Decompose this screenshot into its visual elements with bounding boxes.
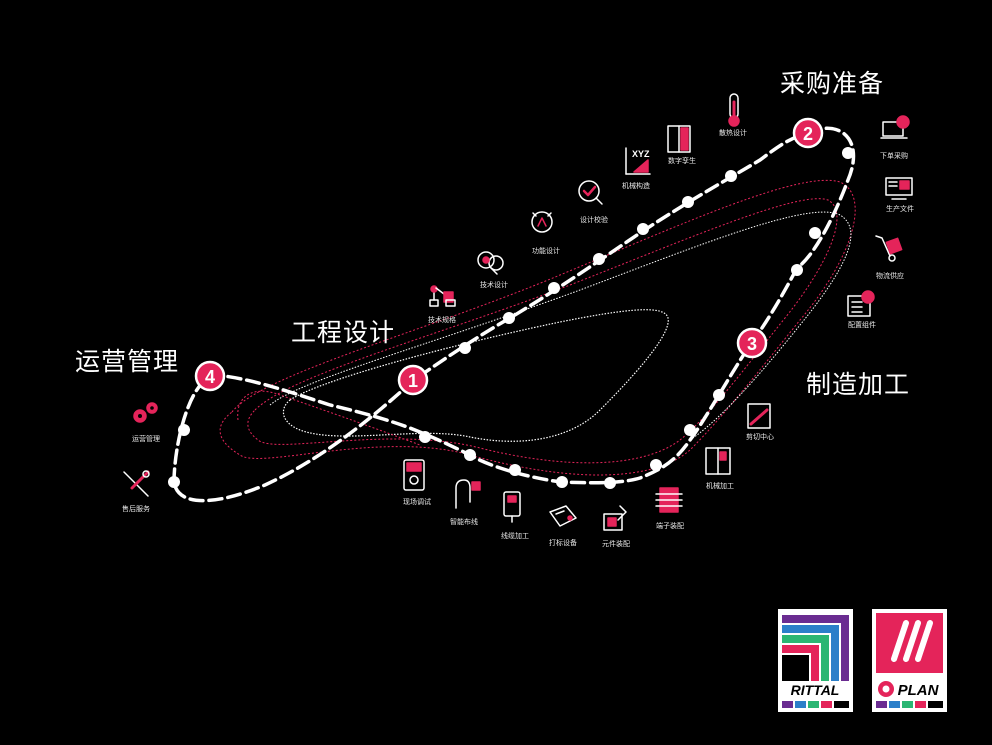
wrench-panel-icon	[603, 505, 627, 531]
svg-text:PLAN: PLAN	[898, 682, 940, 699]
waypoint-dot	[809, 227, 821, 239]
cutting-frame-icon	[747, 403, 771, 429]
cart-laptop-icon	[880, 115, 910, 139]
step-label: 机械加工	[706, 482, 734, 490]
waypoint-dot	[419, 431, 431, 443]
label-tag-icon	[549, 505, 577, 527]
waypoint-dot	[842, 147, 854, 159]
inner-loop-white-large	[269, 211, 852, 441]
hand-truck-icon	[875, 235, 903, 262]
step-label: 技术设计	[480, 281, 508, 289]
step-label: 数字孪生	[668, 157, 696, 165]
step-label: 元件装配	[602, 540, 630, 548]
step-label: 机械构造	[622, 182, 650, 190]
phase-number-2: 2	[803, 124, 813, 144]
phase-title-engineering: 工程设计	[291, 318, 396, 347]
waypoint-dot	[593, 253, 605, 265]
check-magnifier-icon	[578, 180, 603, 205]
step-label: 运营管理	[132, 435, 160, 443]
rittal-logo: RITTAL	[778, 609, 853, 712]
step-label: 下单采购	[880, 152, 908, 160]
phase-marker-1: 1	[397, 364, 429, 396]
inner-loop-white-small	[282, 309, 669, 442]
phase-title-operations: 运营管理	[75, 347, 180, 376]
step-label: 散热设计	[719, 129, 747, 137]
tools-cross-icon	[123, 470, 150, 497]
gears-icon	[133, 402, 158, 423]
step-label: 配置组件	[848, 321, 876, 329]
step-label: 智能布线	[450, 518, 478, 526]
terminal-block-icon	[655, 487, 683, 513]
step-label: 售后服务	[122, 505, 150, 513]
thermometer-icon	[728, 93, 740, 127]
waypoint-dot	[682, 196, 694, 208]
circuit-icon	[531, 211, 553, 233]
cabinet-twin-icon	[667, 125, 691, 153]
waypoints	[168, 147, 854, 489]
checklist-icon	[847, 290, 875, 317]
waypoint-dot	[791, 264, 803, 276]
inner-loop-red-outer	[219, 179, 856, 476]
waypoint-dot	[178, 424, 190, 436]
phase-marker-4: 4	[194, 360, 226, 392]
waypoint-dot	[725, 170, 737, 182]
chat-bubbles-icon	[477, 251, 504, 275]
waypoint-dot	[459, 342, 471, 354]
step-label: 端子装配	[656, 522, 684, 530]
phase-title-procurement: 采购准备	[780, 69, 885, 98]
waypoint-dot	[684, 424, 696, 436]
robot-arm-icon	[429, 285, 456, 307]
phase-title-manufacturing: 制造加工	[806, 370, 911, 399]
waypoint-dot	[464, 449, 476, 461]
waypoint-dot	[548, 282, 560, 294]
wiring-icon	[455, 479, 481, 509]
phase-number-1: 1	[408, 371, 418, 391]
step-label: 功能设计	[532, 247, 560, 255]
phase-number-4: 4	[205, 367, 215, 387]
multimeter-icon	[403, 459, 425, 491]
waypoint-dot	[637, 223, 649, 235]
svg-text:XYZ: XYZ	[632, 149, 650, 159]
waypoint-dot	[168, 476, 180, 488]
step-label: 现场调试	[403, 498, 431, 506]
step-label: 技术规格	[428, 316, 456, 324]
svg-text:RITTAL: RITTAL	[791, 682, 840, 698]
waypoint-dot	[556, 476, 568, 488]
phase-number-3: 3	[747, 334, 757, 354]
cable-processing-icon	[503, 491, 521, 523]
waypoint-dot	[604, 477, 616, 489]
step-label: 物流供应	[876, 272, 904, 280]
phase-marker-3: 3	[736, 327, 768, 359]
waypoint-dot	[509, 464, 521, 476]
step-label: 打标设备	[549, 539, 577, 547]
step-label: 剪切中心	[746, 433, 774, 441]
waypoint-dot	[503, 312, 515, 324]
xyz-axis-icon: XYZ	[625, 147, 651, 175]
enclosure-icon	[705, 447, 731, 475]
step-label: 线缆加工	[501, 532, 529, 540]
phase-marker-2: 2	[792, 117, 824, 149]
waypoint-dot	[650, 459, 662, 471]
step-label: 设计校验	[580, 216, 608, 224]
step-label: 生产文件	[886, 205, 914, 213]
monitor-document-icon	[885, 177, 913, 200]
eplan-logo: PLAN	[872, 609, 947, 712]
waypoint-dot	[713, 389, 725, 401]
